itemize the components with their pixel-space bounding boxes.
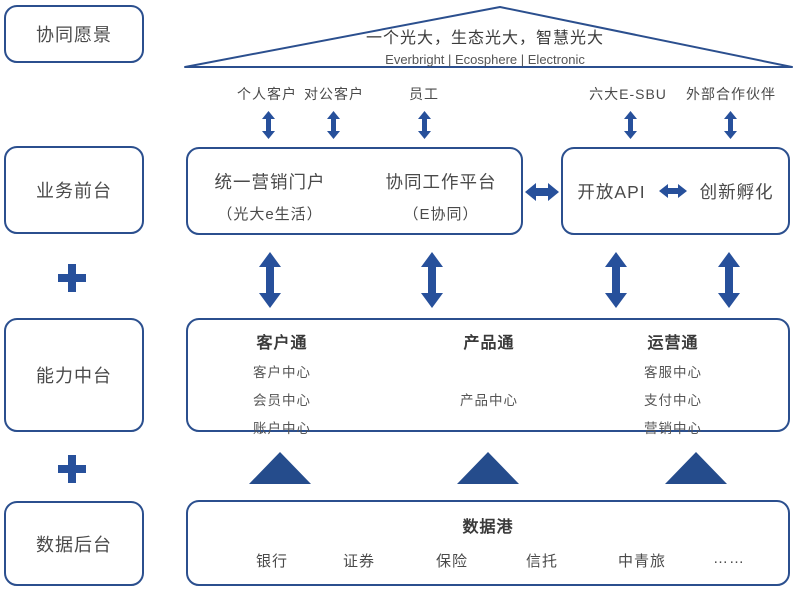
data-item-cyts: 中青旅 <box>617 553 667 570</box>
up-down-arrow-icon <box>718 252 740 308</box>
roof-triangle-outline <box>184 6 793 68</box>
product-center: 产品中心 <box>460 393 518 408</box>
customer-center: 客户中心 <box>253 365 311 380</box>
front-office-box: 统一营销门户 （光大e生活） 协同工作平台 （E协同） <box>186 147 523 235</box>
rail-box-data-backend: 数据后台 <box>4 501 144 586</box>
up-down-arrow-icon <box>624 111 637 139</box>
operation-hub-title: 运营通 <box>647 335 699 352</box>
data-item-bank: 银行 <box>255 553 289 570</box>
data-port-title: 数据港 <box>462 519 514 536</box>
service-center: 客服中心 <box>644 365 702 380</box>
vision-title-cn: 一个光大，生态光大，智慧光大 <box>365 30 604 47</box>
open-api-label: 开放API <box>577 181 646 202</box>
stakeholder-employees: 员工 <box>409 86 439 102</box>
account-center: 账户中心 <box>253 421 311 436</box>
rail-label-middle-platform: 能力中台 <box>36 366 112 386</box>
marketing-portal-subtitle: （光大e生活） <box>217 206 323 223</box>
up-down-arrow-icon <box>421 252 443 308</box>
rail-label-data-backend: 数据后台 <box>36 534 112 555</box>
marketing-center: 营销中心 <box>644 421 702 436</box>
data-item-ellipsis: …… <box>713 550 745 567</box>
plus-icon <box>58 455 86 483</box>
open-api-box: 开放API 创新孵化 <box>561 147 790 235</box>
stakeholder-personal-customers: 个人客户 <box>237 86 297 102</box>
marketing-portal-title: 统一营销门户 <box>214 172 326 192</box>
left-right-arrow-icon <box>525 183 559 201</box>
customer-hub-title: 客户通 <box>256 335 308 352</box>
up-down-arrow-icon <box>418 111 431 139</box>
up-down-arrow-icon <box>605 252 627 308</box>
product-hub-title: 产品通 <box>463 335 515 352</box>
data-item-insurance: 保险 <box>435 553 469 570</box>
up-down-arrow-icon <box>262 111 275 139</box>
up-triangle-icon <box>457 452 519 484</box>
data-item-trust: 信托 <box>525 553 559 570</box>
incubation-label: 创新孵化 <box>699 181 774 202</box>
marketing-portal: 统一营销门户 （光大e生活） <box>215 169 326 224</box>
up-down-arrow-icon <box>259 252 281 308</box>
collab-platform-subtitle: （E协同） <box>403 206 479 223</box>
payment-center: 支付中心 <box>644 393 702 408</box>
plus-icon <box>58 264 86 292</box>
data-port-box: 数据港 银行 证券 保险 信托 中青旅 …… <box>186 500 790 586</box>
member-center: 会员中心 <box>253 393 311 408</box>
vision-title-en: Everbright | Ecosphere | Electronic <box>385 52 585 67</box>
stakeholder-corporate-customers: 对公客户 <box>304 86 364 102</box>
left-right-arrow-icon <box>658 184 687 198</box>
up-down-arrow-icon <box>327 111 340 139</box>
rail-box-middle-platform: 能力中台 <box>4 318 144 432</box>
data-item-securities: 证券 <box>342 553 376 570</box>
middle-platform-box: 客户通 客户中心 会员中心 账户中心 产品通 产品中心 运营通 客服中心 支付中… <box>186 318 790 436</box>
rail-label-front-office: 业务前台 <box>36 181 112 201</box>
up-triangle-icon <box>665 452 727 484</box>
rail-box-front-office: 业务前台 <box>4 146 144 234</box>
collab-platform: 协同工作平台 （E协同） <box>386 169 497 224</box>
up-triangle-icon <box>249 452 311 484</box>
stakeholder-external-partners: 外部合作伙伴 <box>686 86 776 102</box>
rail-label-vision: 协同愿景 <box>36 25 112 45</box>
collab-platform-title: 协同工作平台 <box>385 172 497 192</box>
vision-statement: 一个光大，生态光大，智慧光大 Everbright | Ecosphere | … <box>305 24 665 67</box>
stakeholder-e-sbu: 六大E-SBU <box>589 86 667 102</box>
rail-box-vision: 协同愿景 <box>4 5 144 63</box>
up-down-arrow-icon <box>724 111 737 139</box>
